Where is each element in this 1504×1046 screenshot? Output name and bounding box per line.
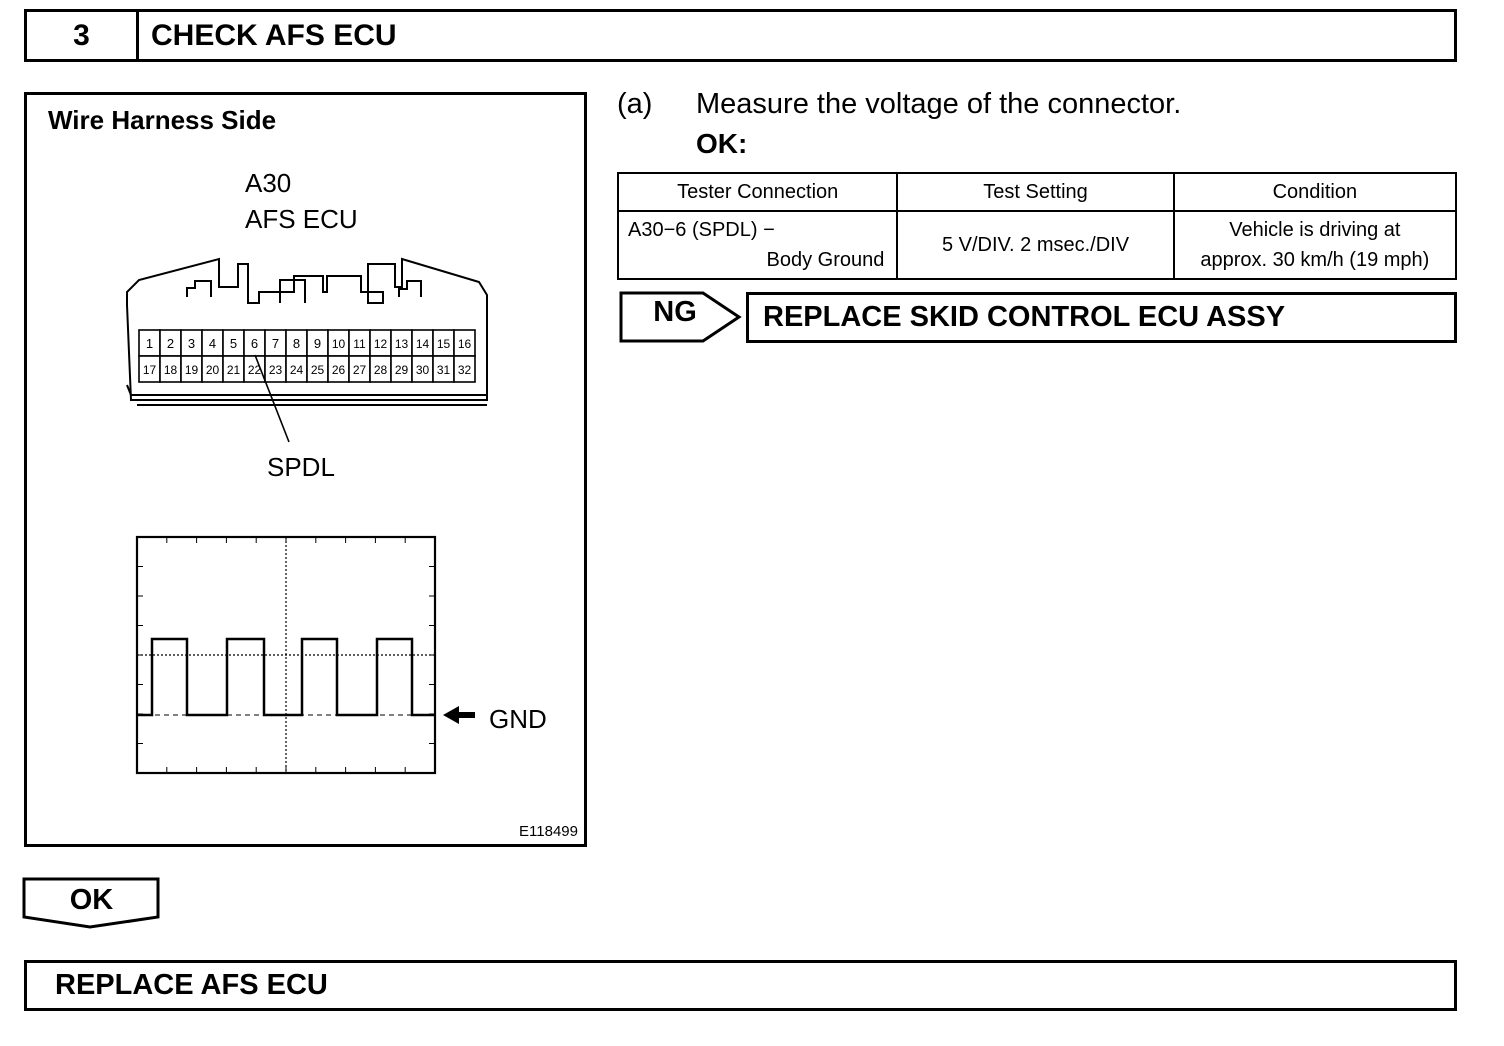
step-title: CHECK AFS ECU	[151, 18, 397, 52]
table-header-row: Tester Connection Test Setting Condition	[616, 172, 1458, 212]
pin-label: 28	[374, 363, 388, 377]
pin-label: 32	[458, 363, 472, 377]
pin-label: 14	[416, 337, 430, 351]
pin-label: 6	[251, 336, 258, 351]
ok-criteria-label: OK:	[696, 128, 748, 159]
pin-label: 25	[311, 363, 325, 377]
instruction-label: (a)	[617, 88, 653, 120]
pin-label: 9	[314, 336, 321, 351]
cell-test-setting: 5 V/DIV. 2 msec./DIV	[896, 210, 1175, 280]
pin-label: 5	[230, 336, 237, 351]
pin-label: 26	[332, 363, 346, 377]
ng-label: NG	[653, 296, 697, 328]
pin-label: 31	[437, 363, 451, 377]
pin-label: 7	[272, 336, 279, 351]
oscilloscope-waveform	[135, 535, 475, 775]
pin-label: 1	[146, 336, 153, 351]
header-tester-connection: Tester Connection	[616, 172, 899, 212]
pin-label: 13	[395, 337, 409, 351]
pin-label: 10	[332, 337, 346, 351]
header-test-setting: Test Setting	[896, 172, 1175, 212]
ok-label: OK	[69, 884, 114, 916]
pin-label: 4	[209, 336, 216, 351]
connection-line-2: Body Ground	[766, 249, 885, 271]
step-header: 3 CHECK AFS ECU	[24, 9, 1457, 62]
pin-label: 24	[290, 363, 304, 377]
pin-label: 16	[458, 337, 472, 351]
pin-label: 20	[206, 363, 220, 377]
gnd-arrow-icon	[443, 706, 475, 724]
connector-name: AFS ECU	[245, 204, 358, 234]
pin-label: 23	[269, 363, 283, 377]
cell-tester-connection: A30−6 (SPDL) − Body Ground	[616, 210, 899, 280]
pin-label: 15	[437, 337, 451, 351]
figure-heading: Wire Harness Side	[48, 105, 277, 135]
cell-condition: Vehicle is driving at approx. 30 km/h (1…	[1172, 210, 1458, 280]
pin-label: 19	[185, 363, 199, 377]
ok-result-text: REPLACE AFS ECU	[55, 969, 328, 1001]
pin-label: 12	[374, 337, 388, 351]
spec-table: Tester Connection Test Setting Condition…	[616, 172, 1458, 280]
gnd-label: GND	[489, 704, 547, 734]
pin-label: 30	[416, 363, 430, 377]
ng-result-box: REPLACE SKID CONTROL ECU ASSY	[746, 292, 1457, 343]
ng-result-text: REPLACE SKID CONTROL ECU ASSY	[763, 301, 1286, 333]
condition-line-2: approx. 30 km/h (19 mph)	[1200, 249, 1430, 271]
instruction-text: Measure the voltage of the connector.	[696, 88, 1182, 120]
ok-result-box: REPLACE AFS ECU	[24, 960, 1457, 1011]
ng-arrow-icon	[619, 291, 742, 343]
pin-label: 17	[143, 363, 157, 377]
header-condition: Condition	[1172, 172, 1458, 212]
pin-label: 3	[188, 336, 195, 351]
figure-id: E118499	[519, 823, 578, 840]
pin-label: 2	[167, 336, 174, 351]
step-number: 3	[27, 12, 139, 59]
pin-label: 11	[353, 337, 366, 351]
pin-label: 27	[353, 363, 367, 377]
pin-cell	[453, 355, 476, 383]
pin-label: 18	[164, 363, 178, 377]
pin-label: 22	[248, 363, 262, 377]
ok-arrow-icon	[22, 877, 160, 929]
table-row: A30−6 (SPDL) − Body Ground 5 V/DIV. 2 ms…	[616, 210, 1458, 280]
connection-line-1: A30−6 (SPDL) −	[628, 219, 775, 241]
spdl-label: SPDL	[267, 452, 335, 482]
pulse-trace	[137, 637, 435, 717]
pin-label: 29	[395, 363, 409, 377]
pin-label: 8	[293, 336, 300, 351]
connector-code: A30	[245, 168, 292, 198]
condition-line-1: Vehicle is driving at	[1229, 219, 1401, 241]
pin-label: 21	[227, 363, 241, 377]
